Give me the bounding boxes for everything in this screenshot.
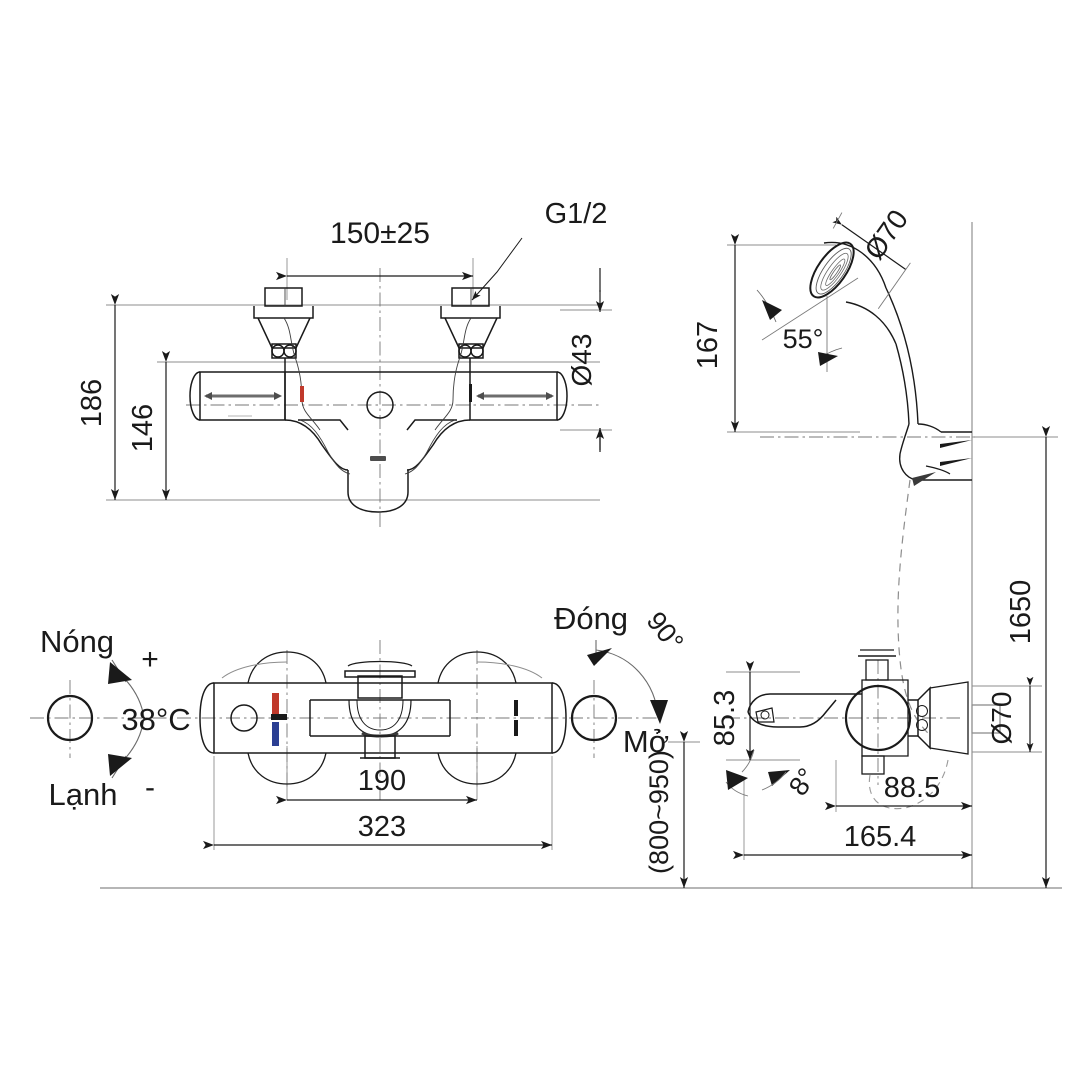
dim-55deg: 55°: [783, 324, 824, 354]
hand-shower-view: [809, 241, 972, 736]
label-dong: Đóng: [554, 601, 628, 636]
plan-view-labels: Nóng Lạnh 38°C + - Đóng Mở 90° 190 323: [40, 601, 690, 843]
dim-1654: 165.4: [844, 821, 917, 853]
side-view-spout: [725, 649, 1001, 810]
label-mo: Mở: [623, 724, 669, 759]
dim-190: 190: [358, 765, 406, 797]
dim-146: 146: [127, 404, 159, 452]
hot-indicator-tick: [300, 386, 304, 402]
flow-handle-diagram: [570, 694, 618, 742]
label-38c: 38°C: [121, 702, 190, 737]
cold-color-indicator: [272, 722, 279, 746]
label-nong: Nóng: [40, 624, 114, 659]
plan-view-dimensions: [203, 795, 552, 850]
front-view-labels: 150±25 G1/2 Ø43 186 146: [76, 198, 607, 452]
dim-853: 85.3: [709, 690, 741, 746]
plan-view-mixer: [199, 651, 567, 785]
dim-1650: 1650: [1005, 580, 1037, 645]
label-lanh: Lạnh: [49, 777, 118, 812]
front-view-dimensions: [110, 237, 605, 500]
shower-view-labels: 167 55° Ø70 1650: [692, 204, 1037, 644]
layer-centerlines: [30, 268, 975, 800]
dim-167: 167: [692, 321, 724, 369]
dim-g12: G1/2: [545, 198, 608, 230]
dim-d70-side: Ø70: [986, 692, 1017, 745]
dim-d43: Ø43: [566, 334, 597, 387]
front-view-mixer: [189, 287, 568, 513]
dim-885: 88.5: [884, 772, 940, 804]
temperature-handle-diagram: [46, 694, 94, 742]
dim-8deg: 8°: [783, 763, 822, 801]
label-minus: -: [145, 771, 155, 804]
side-view-labels: 85.3 8° 88.5 165.4 Ø70 (800~950): [644, 690, 1017, 874]
dim-floor-height: (800~950): [644, 750, 674, 874]
dim-186: 186: [76, 379, 108, 427]
dim-150: 150±25: [330, 217, 430, 250]
dim-323: 323: [358, 811, 406, 843]
label-90deg: 90°: [641, 606, 690, 657]
side-view-dimensions: [679, 661, 1034, 888]
shower-view-dimensions: [730, 212, 1051, 888]
brand-mark: [370, 456, 386, 461]
hot-color-indicator: [272, 693, 279, 717]
label-plus: +: [141, 643, 159, 676]
